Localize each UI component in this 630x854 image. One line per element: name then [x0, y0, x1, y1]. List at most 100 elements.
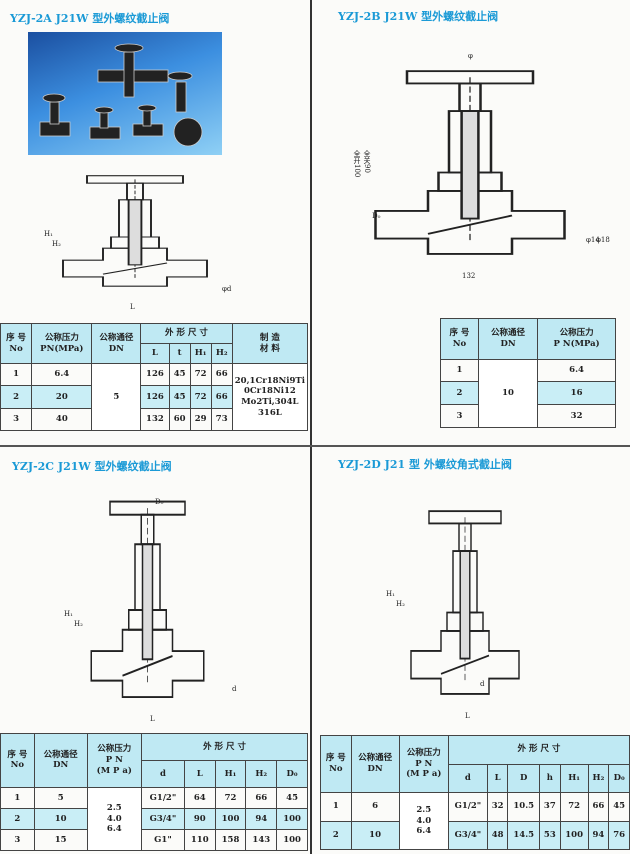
cell-dim: 72	[189, 385, 212, 409]
header-dn: 公称通径 DN	[33, 733, 88, 788]
dim-label: D₀	[155, 498, 164, 506]
cell-dim: 66	[245, 786, 278, 809]
cell-dim: 72	[189, 363, 212, 387]
dim-label: φd	[222, 285, 232, 293]
cell-dim: 48	[486, 820, 509, 850]
dim-label: 全开100	[353, 150, 361, 178]
dim-label: H₁	[386, 590, 395, 598]
section-title-2b: YZJ-2B J21W 型外螺纹截止阀	[338, 10, 499, 23]
cell-pn: 6.4	[31, 363, 93, 387]
header-material: 制 造 材 料	[231, 322, 309, 365]
cell-dim: 126	[140, 363, 170, 387]
header-col: L	[140, 343, 170, 365]
cell-dim: 132	[140, 407, 170, 432]
header-no: 序 号 No	[320, 735, 352, 793]
cell-no: 3	[440, 404, 479, 428]
cell-dim: 14.5	[507, 820, 540, 850]
header-col: D₀	[276, 759, 308, 788]
cell-dim: 73	[210, 407, 233, 432]
cell-pn: 32	[537, 404, 616, 428]
cell-dim: G1/2"	[447, 792, 488, 822]
cell-no: 3	[0, 828, 35, 852]
cell-pn: 2.5 4.0 6.4	[398, 792, 449, 850]
cell-dim: 76	[608, 820, 630, 850]
cell-dim: 126	[140, 385, 170, 409]
horizontal-divider	[0, 445, 630, 447]
cell-pn: 20	[31, 385, 93, 409]
header-pn: 公称压力 P N (M P a)	[86, 733, 143, 788]
header-col: h	[539, 763, 561, 793]
dim-label: H₂	[74, 620, 83, 628]
cell-dn: 10	[477, 358, 539, 429]
cell-dn: 5	[91, 363, 142, 431]
cell-dim: 45	[168, 363, 191, 387]
cell-dim: 37	[539, 792, 561, 822]
cell-dim: G1/2"	[141, 786, 185, 809]
cell-no: 2	[440, 381, 479, 406]
product-photo	[28, 32, 222, 155]
section-title-2d: YZJ-2D J21 型 外螺纹角式截止阀	[338, 458, 512, 471]
cell-no: 1	[0, 363, 33, 387]
drawing-2d	[405, 505, 525, 720]
cell-dim: 100	[276, 807, 308, 830]
cell-dn: 10	[350, 820, 400, 850]
drawing-2c	[85, 495, 210, 725]
cell-dim: 94	[245, 807, 278, 830]
cell-dim: G3/4"	[141, 807, 185, 830]
dim-label: d	[480, 680, 485, 688]
cell-dim: 143	[245, 828, 278, 852]
cell-dim: 90	[183, 807, 216, 830]
header-dn: 公称通径 DN	[350, 735, 400, 793]
cell-pn: 2.5 4.0 6.4	[86, 786, 143, 852]
cell-dn: 6	[350, 792, 400, 822]
cell-dim: 66	[587, 792, 610, 822]
cell-dim: 110	[183, 828, 216, 852]
section-title-2c: YZJ-2C J21W 型外螺纹截止阀	[12, 460, 172, 473]
cell-no: 2	[320, 820, 352, 850]
dim-label: φ14	[586, 236, 600, 244]
cell-dim: G1"	[141, 828, 185, 852]
dim-label: H₂	[396, 600, 405, 608]
cell-dim: 60	[168, 407, 191, 432]
cell-dim: 100	[276, 828, 308, 852]
cell-pn: 6.4	[537, 358, 616, 383]
header-no: 序 号 No	[0, 733, 35, 788]
dim-label: L	[130, 303, 135, 311]
cell-no: 1	[440, 358, 479, 383]
cell-no: 1	[320, 792, 352, 822]
table-row: 3 32	[440, 404, 616, 428]
header-col: H₁	[559, 763, 589, 793]
header-dims: 外 形 尺 寸	[141, 733, 308, 761]
cell-dim: 45	[276, 786, 308, 809]
cell-dim: 94	[587, 820, 610, 850]
cell-dim: 66	[210, 363, 233, 387]
cell-dim: 29	[189, 407, 212, 432]
header-col: t	[168, 343, 191, 365]
cell-dim: 72	[559, 792, 589, 822]
header-col: H₁	[214, 759, 247, 788]
dim-label: H₂	[52, 240, 61, 248]
valve-diagram	[410, 510, 520, 695]
dim-label: φ	[468, 52, 473, 60]
dim-label: L	[465, 712, 470, 720]
cell-no: 2	[0, 385, 33, 409]
header-dn: 公称通径 DN	[91, 322, 142, 365]
header-col: H₁	[189, 343, 212, 365]
dim-label: d	[232, 685, 237, 693]
cell-dim: 53	[539, 820, 561, 850]
